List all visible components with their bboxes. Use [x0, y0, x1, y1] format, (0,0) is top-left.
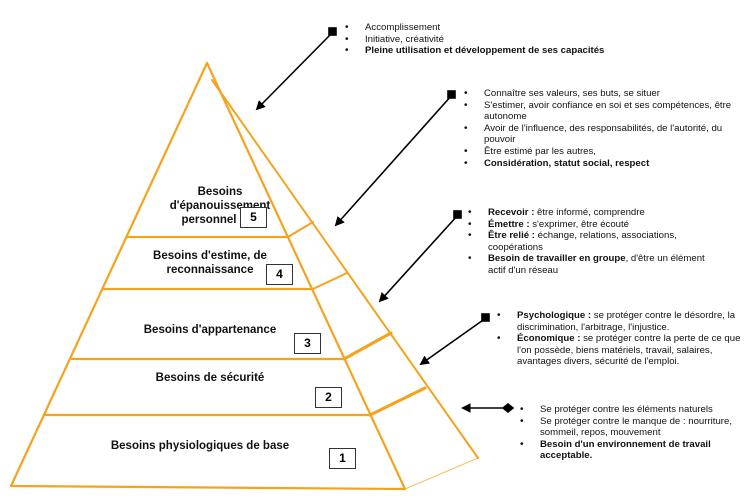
note-item: Se protéger contre le manque de : nourri… [518, 416, 750, 439]
note-item: Besoin d'un environnement de travail acc… [518, 439, 750, 462]
note-level-3: Recevoir : être informé, comprendre Émet… [466, 207, 716, 277]
pyramid-side-base-line [404, 457, 479, 490]
level-1-label-line: Besoins physiologiques de base [110, 440, 290, 452]
side-divider-2-1 [368, 386, 427, 417]
level-4-label: Besoins d'estime, de reconnaissance [145, 249, 275, 277]
note-item: Considération, statut social, respect [462, 158, 734, 170]
level-2-number-box: 2 [315, 387, 342, 408]
arrow-level-1 [461, 402, 515, 414]
pyramid-front-right-edge [205, 61, 407, 491]
level-3-number-box: 3 [294, 333, 321, 354]
pyramid-front-left-edge [9, 61, 209, 488]
level-5-label-line: d'épanouissement [169, 200, 271, 212]
note-item: Accomplissement [343, 22, 643, 34]
note-level-5: Accomplissement Initiative, créativité P… [343, 22, 643, 57]
level-4-number-box: 4 [266, 264, 293, 285]
note-item: Recevoir : être informé, comprendre [466, 207, 716, 219]
note-item: Se protéger contre les éléments naturels [518, 404, 750, 416]
note-level-4: Connaître ses valeurs, ses buts, se situ… [462, 88, 734, 169]
note-item: Psychologique : se protéger contre le dé… [495, 310, 745, 333]
level-3-label-line: Besoins d'appartenance [143, 324, 277, 336]
level-3-label: Besoins d'appartenance [135, 323, 285, 337]
level-5-label-line: personnel [181, 214, 237, 226]
level-1-label: Besoins physiologiques de base [110, 439, 290, 453]
pyramid-base-line [9, 484, 407, 491]
side-divider-4-3 [312, 272, 348, 290]
level-2-label: Besoins de sécurité [140, 371, 280, 385]
note-item: Pleine utilisation et développement de s… [343, 45, 643, 57]
arrow-level-2 [419, 313, 490, 366]
level-5-number-box: 5 [240, 207, 267, 228]
arrow-level-4 [334, 90, 456, 227]
note-item: Émettre : s'exprimer, être écouté [466, 219, 716, 231]
side-divider-3-2 [342, 331, 393, 361]
arrow-level-3 [378, 210, 462, 303]
level-1-number-box: 1 [329, 448, 356, 469]
arrow-level-5 [255, 27, 337, 111]
level-5-label: Besoins d'épanouissement personnel [150, 185, 290, 227]
note-level-1: Se protéger contre les éléments naturels… [518, 404, 750, 462]
note-level-2: Psychologique : se protéger contre le dé… [495, 310, 745, 368]
note-item: Économique : se protéger contre la perte… [495, 333, 745, 368]
pyramid-side-outer-edge [211, 79, 479, 459]
note-item: Initiative, créativité [343, 34, 643, 46]
note-item: Connaître ses valeurs, ses buts, se situ… [462, 88, 734, 100]
level-4-label-line: reconnaissance [166, 264, 254, 276]
note-item: Avoir de l'influence, des responsabilité… [462, 123, 734, 146]
note-item: Besoin de travailler en groupe, d'être u… [466, 253, 716, 276]
note-item: S'estimer, avoir confiance en soi et ses… [462, 100, 734, 123]
level-5-label-line: Besoins [197, 186, 243, 198]
level-4-label-line: Besoins d'estime, de [153, 250, 267, 262]
level-2-label-line: Besoins de sécurité [155, 372, 265, 384]
side-divider-5-4 [287, 221, 314, 238]
note-item: Être estimé par les autres, [462, 146, 734, 158]
note-item: Être relié : échange, relations, associa… [466, 230, 716, 253]
